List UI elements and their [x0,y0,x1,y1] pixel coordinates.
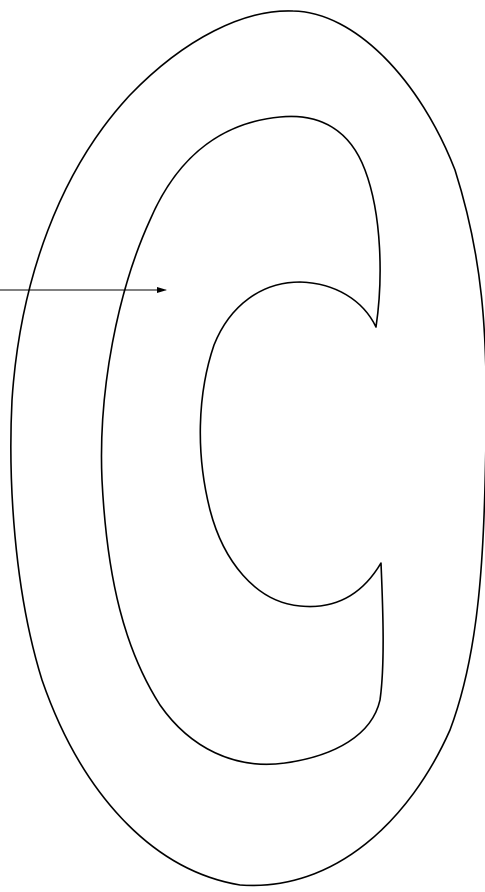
c-letter-outline [101,116,383,764]
outer-ellipse-outline [11,11,485,886]
